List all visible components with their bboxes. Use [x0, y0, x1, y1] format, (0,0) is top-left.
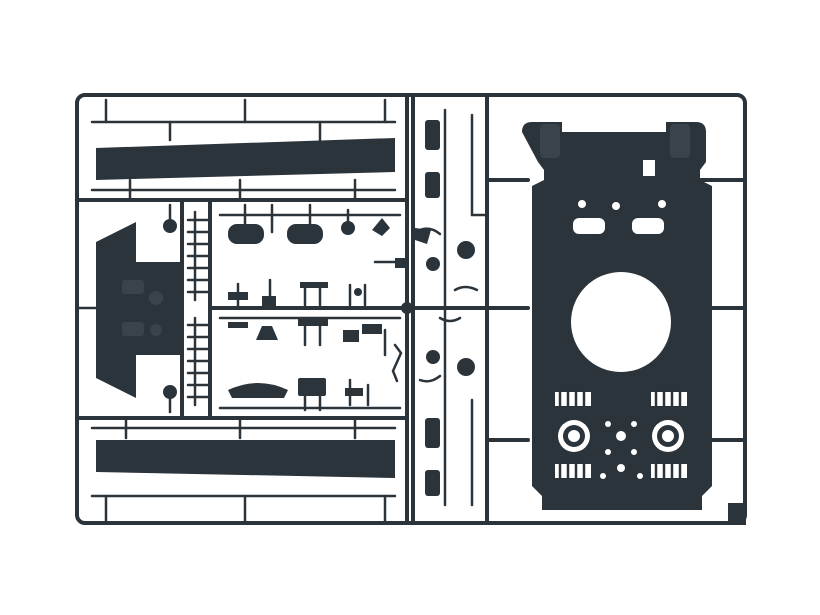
small-part-icon	[218, 203, 431, 310]
engine-grille-icon	[555, 390, 687, 480]
hull-plate-icon	[75, 203, 180, 414]
turret-ring-icon	[571, 272, 671, 372]
small-part-icon	[418, 108, 489, 507]
track-guard-icon	[90, 98, 397, 202]
track-guard-icon	[90, 416, 397, 525]
small-part-icon	[186, 210, 210, 407]
sprue-frame-icon	[75, 93, 747, 525]
small-part-icon	[218, 316, 403, 412]
